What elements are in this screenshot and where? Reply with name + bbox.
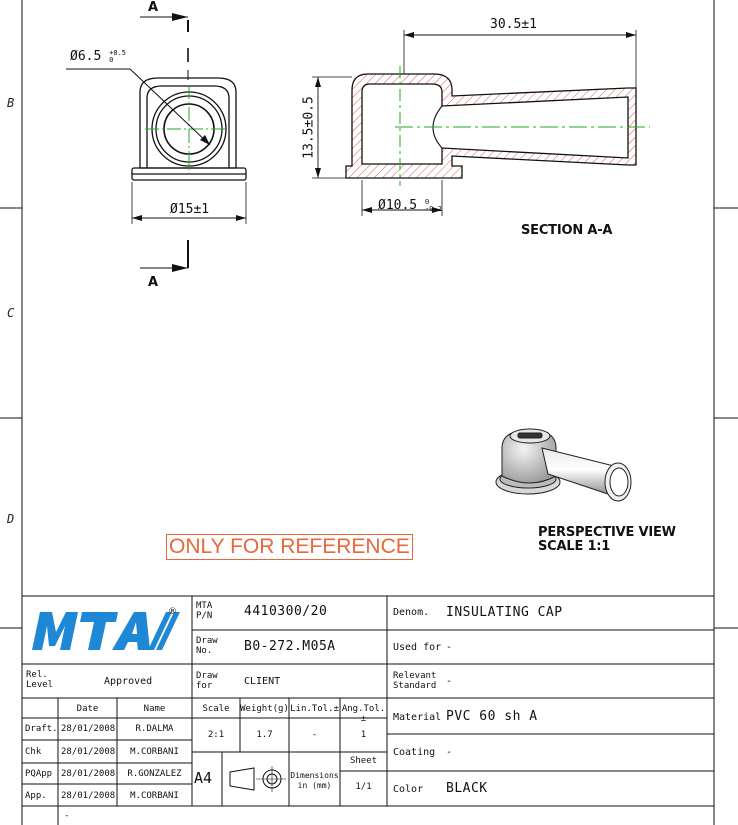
draw-for-label-line1: Draw (196, 671, 218, 681)
header-scale: Scale (202, 704, 230, 714)
row-app-name: M.CORBANI (130, 791, 179, 801)
logo-registered-mark: ® (168, 607, 177, 617)
pn-label-line2: P/N (196, 611, 213, 621)
row-pqapp-role: PQApp (25, 769, 53, 779)
draw-for-label: Draw for (196, 671, 218, 691)
sheet-value: 1/1 (355, 782, 372, 792)
mta-logo (32, 612, 180, 650)
draw-no-value: B0-272.M05A (244, 639, 336, 654)
paper-size: A4 (194, 769, 213, 787)
section-marker-bottom: A (148, 275, 158, 290)
front-view (66, 13, 247, 272)
title-block-grid (22, 595, 714, 825)
header-name: Name (143, 704, 166, 714)
row-draft-role: Draft. (25, 724, 58, 734)
zone-letter-d: D (7, 512, 15, 526)
coating-label: Coating (393, 747, 436, 758)
section-diameter-dim: Ø10.5 0 -0.2 (378, 198, 442, 213)
rel-level-label: Rel. Level (26, 670, 53, 690)
draw-no-label-line1: Draw (196, 636, 218, 646)
section-marker-top: A (148, 0, 158, 15)
value-weight: 1.7 (256, 730, 273, 740)
header-date: Date (76, 704, 99, 714)
value-scale: 2:1 (207, 730, 225, 740)
approved-label: Approved (104, 676, 153, 687)
material-value: PVC 60 sh A (446, 709, 538, 724)
value-ang-tol: 1 (360, 730, 367, 740)
rel-level-line2: Level (26, 680, 54, 690)
color-label: Color (393, 784, 424, 795)
section-view (312, 30, 650, 216)
row-draft-name: R.DALMA (135, 724, 174, 734)
relevant-value: - (446, 676, 453, 687)
header-lin-tol: Lin.Tol.± (290, 704, 339, 714)
relevant-label-line1: Relevant (393, 671, 437, 681)
perspective-view (495, 428, 632, 502)
section-diameter-tol-up: 0 (424, 197, 430, 206)
draw-for-label-line2: for (196, 681, 213, 691)
dimensions-unit-label: Dimensions in (mm) (289, 771, 340, 791)
material-label: Material (393, 712, 442, 723)
coating-value: - (446, 747, 453, 758)
base-diameter-dim: Ø15±1 (170, 202, 210, 217)
value-lin-tol: - (311, 730, 318, 740)
cap-diameter-tol-dn: 0 (109, 55, 114, 64)
dims-label-line2: in (mm) (297, 781, 332, 790)
length-dim: 30.5±1 (490, 17, 537, 32)
row-app-role: App. (25, 791, 47, 801)
footer-dash: - (64, 811, 70, 821)
row-pqapp-name: R.GONZALEZ (127, 769, 182, 779)
header-ang-tol: Ang.Tol.± (341, 704, 386, 724)
row-pqapp-date: 28/01/2008 (61, 769, 116, 779)
row-chk-name: M.CORBANI (130, 747, 179, 757)
used-for-label: Used for (393, 642, 442, 653)
pn-label-line1: MTA (196, 601, 213, 611)
row-draft-date: 28/01/2008 (61, 724, 116, 734)
pn-value: 4410300/20 (244, 604, 328, 619)
cap-diameter-value: Ø6.5 (70, 49, 102, 64)
section-diameter-value: Ø10.5 (378, 198, 418, 213)
scale-label: SCALE 1:1 (538, 539, 611, 554)
row-chk-role: Chk (25, 747, 42, 757)
section-label: SECTION A-A (521, 223, 613, 238)
cap-diameter-tol-up: +0.5 (109, 48, 126, 57)
header-weight: Weight(g) (240, 704, 289, 714)
sheet-label: Sheet (349, 756, 378, 766)
relevant-label-line2: Standard (393, 681, 437, 691)
zone-letter-b: B (7, 96, 15, 110)
color-value: BLACK (446, 781, 488, 796)
row-chk-date: 28/01/2008 (61, 747, 116, 757)
zone-letter-c: C (7, 306, 15, 320)
denom-label: Denom. (393, 607, 430, 618)
height-dim: 13.5±0.5 (301, 96, 317, 159)
cap-diameter-dim: Ø6.5 +0.5 0 (70, 49, 126, 64)
pn-label: MTA P/N (196, 601, 212, 621)
draw-no-label-line2: No. (196, 646, 213, 656)
row-app-date: 28/01/2008 (61, 791, 116, 801)
relevant-label: Relevant Standard (393, 671, 436, 691)
section-diameter-tol-dn: -0.2 (424, 204, 442, 213)
projection-symbol (229, 766, 286, 792)
rel-level-line1: Rel. (26, 670, 48, 680)
draw-no-label: Draw No. (196, 636, 218, 656)
draw-for-value: CLIENT (244, 676, 281, 687)
reference-stamp: ONLY FOR REFERENCE (166, 534, 413, 560)
perspective-label: PERSPECTIVE VIEW (538, 525, 676, 540)
denom-value: INSULATING CAP (446, 605, 563, 620)
dims-label-line1: Dimensions (290, 771, 339, 780)
used-for-value: - (446, 642, 453, 653)
